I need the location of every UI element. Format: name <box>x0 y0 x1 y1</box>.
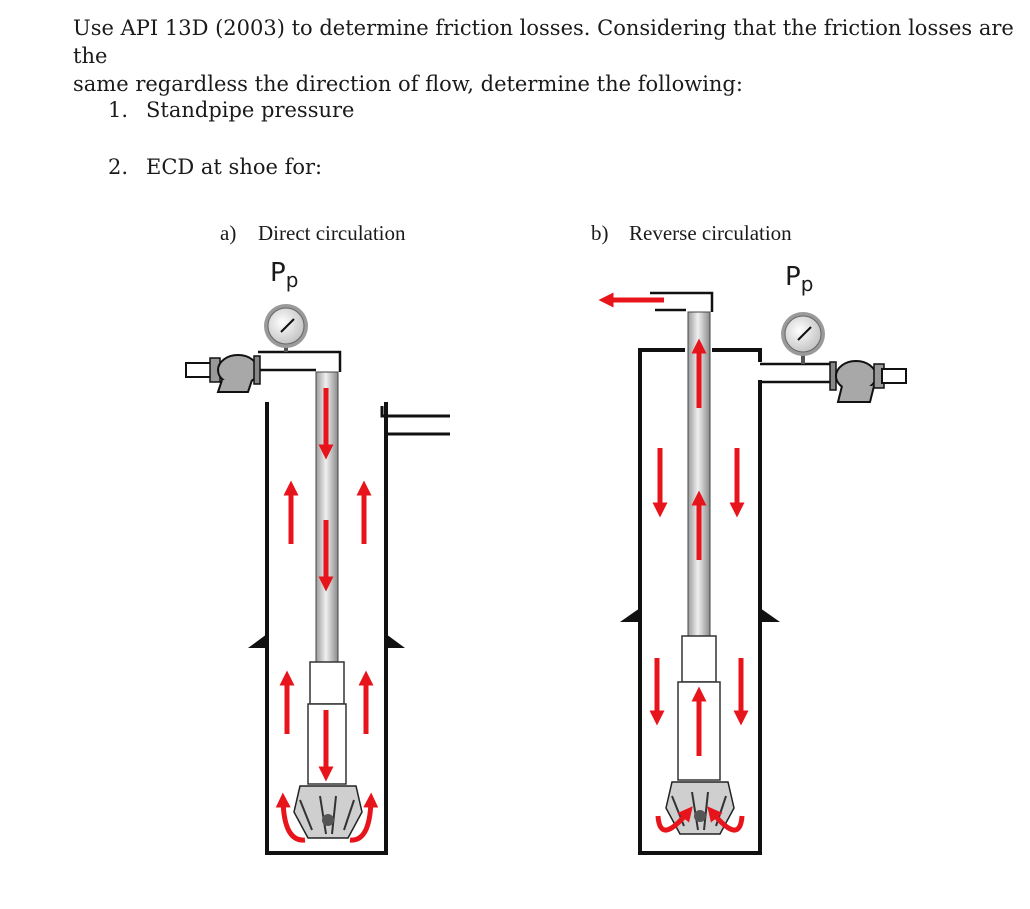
diagram-reverse <box>598 291 907 855</box>
list-item-ecd: 2. ECD at shoe for: <box>108 155 322 179</box>
flow-arrow-curve <box>275 792 306 843</box>
mud-pump-reverse <box>829 360 907 403</box>
pressure-subscript: p <box>800 272 814 296</box>
subtitle-reverse: b) Reverse circulation <box>591 221 792 246</box>
standpipe-line-direct <box>258 350 342 372</box>
pressure-symbol: P <box>270 258 286 288</box>
pressure-subscript: p <box>285 268 299 292</box>
problem-statement: Use API 13D (2003) to determine friction… <box>73 14 1023 98</box>
casing-shoe-left <box>620 608 640 622</box>
casing-shoe-right <box>386 634 405 648</box>
flow-arrow-curve <box>349 792 379 843</box>
bha-upper-reverse <box>681 635 717 683</box>
pressure-label-direct: Pp <box>270 258 298 292</box>
subtitle-direct: a) Direct circulation <box>220 221 406 246</box>
mud-pump-direct <box>185 354 261 393</box>
outlet-line-reverse <box>650 291 714 312</box>
annulus-inlet-reverse <box>760 362 834 384</box>
subtitle-text: Direct circulation <box>258 221 406 245</box>
flow-arrow-curve <box>655 806 693 833</box>
list-number: 2. <box>108 155 129 179</box>
casing-shoe-left <box>248 634 267 648</box>
list-text: Standpipe pressure <box>146 98 355 122</box>
bha-upper-direct <box>309 661 345 705</box>
pressure-gauge-reverse <box>781 312 825 356</box>
flow-arrow-curve <box>707 806 745 833</box>
list-item-standpipe: 1. Standpipe pressure <box>108 98 354 122</box>
subtitle-label: b) <box>591 221 609 245</box>
pressure-label-reverse: Pp <box>785 262 813 296</box>
pressure-gauge-direct <box>264 304 308 348</box>
casing-shoe-right <box>760 608 780 622</box>
pressure-symbol: P <box>785 262 801 292</box>
subtitle-text: Reverse circulation <box>629 221 792 245</box>
diagram-direct <box>185 304 450 855</box>
subtitle-label: a) <box>220 221 237 245</box>
wellbore-direct <box>265 402 388 855</box>
list-text: ECD at shoe for: <box>146 155 323 179</box>
list-number: 1. <box>108 98 129 122</box>
problem-line-1: Use API 13D (2003) to determine friction… <box>73 16 1014 68</box>
problem-line-2: same regardless the direction of flow, d… <box>73 72 743 96</box>
drill-bit-direct <box>293 785 363 839</box>
return-line-direct <box>380 406 450 436</box>
